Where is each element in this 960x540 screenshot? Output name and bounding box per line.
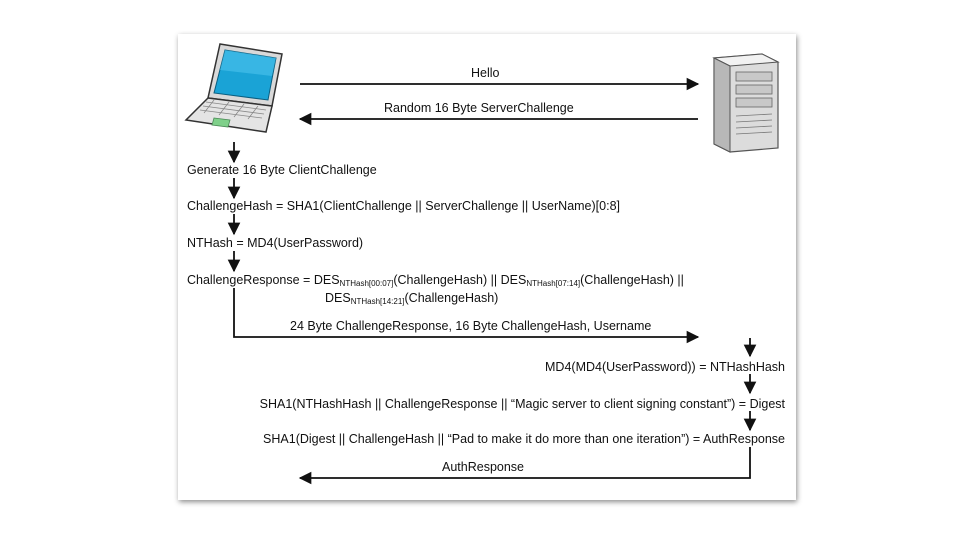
nthashhash-step: MD4(MD4(UserPassword)) = NTHashHash	[545, 360, 785, 374]
des-term-3: DESNTHash[14:21](ChallengeHash)	[325, 291, 499, 306]
auth-response-label: AuthResponse	[442, 460, 525, 474]
auth-response-step: SHA1(Digest || ChallengeHash || “Pad to …	[263, 432, 785, 446]
challenge-hash-step: ChallengeHash = SHA1(ClientChallenge || …	[187, 199, 620, 213]
client-response-label: 24 Byte ChallengeResponse, 16 Byte Chall…	[290, 319, 652, 333]
challenge-response-lhs: ChallengeResponse =	[187, 273, 311, 287]
digest-step: SHA1(NTHashHash || ChallengeResponse || …	[259, 397, 785, 411]
challenge-response-step: ChallengeResponse = DESNTHash[00:07](Cha…	[187, 273, 684, 291]
client-response-arrow	[233, 288, 700, 344]
des-term-2: DESNTHash[07:14](ChallengeHash) ||	[500, 273, 684, 288]
hello-label: Hello	[471, 66, 500, 80]
server-challenge-label: Random 16 Byte ServerChallenge	[384, 101, 574, 115]
server-icon	[712, 53, 780, 153]
des-term-1: DESNTHash[00:07](ChallengeHash) ||	[313, 273, 498, 288]
auth-response-arrow	[298, 447, 751, 485]
client-challenge-step: Generate 16 Byte ClientChallenge	[187, 163, 377, 177]
nthash-step: NTHash = MD4(UserPassword)	[187, 236, 364, 250]
diagram-card	[178, 34, 796, 500]
laptop-icon	[184, 43, 283, 133]
